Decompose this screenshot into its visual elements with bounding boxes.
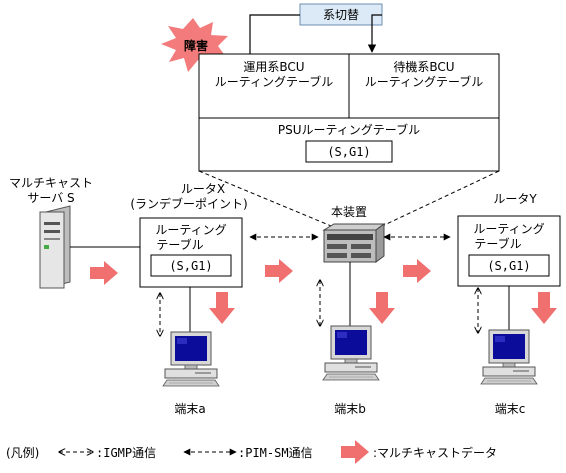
router-x-table-entry: (S,G1) [169,259,212,273]
multicast-arrow-terminal-c [531,292,557,324]
multicast-arrow-device-y [403,259,431,283]
device-tables-box: 運用系BCU ルーティングテーブル 待機系BCU ルーティングテーブル PSUル… [198,53,500,172]
bcu-standby-subtitle: ルーティングテーブル [365,74,484,89]
callout-line-right [377,170,500,229]
multicast-arrow-terminal-a [209,292,235,324]
bcu-active-title: 運用系BCU [243,60,304,74]
computer-icon [322,325,380,381]
terminal-a: 端末a [162,331,220,416]
device-label: 本装置 [331,205,367,219]
terminal-b: 端末b [322,325,380,416]
router-x-table-title2: テーブル [156,237,203,252]
switchover-arrow [249,14,382,54]
legend: (凡例) :IGMP通信 :PIM-SM通信 :マルチキャストデータ [6,440,497,464]
callout-line-left [198,170,337,229]
switchover-label: 系切替 [323,8,359,22]
failure-burst: 障害 [161,18,228,72]
server-label-line2: サーバ S [27,191,74,205]
server-icon [39,205,71,289]
legend-igmp-label: :IGMP通信 [96,446,156,460]
this-device: 本装置 [322,205,386,263]
router-x-table-title1: ルーティング [155,223,226,237]
bcu-standby-title: 待機系BCU [393,59,454,74]
router-y: ルータY ルーティング テーブル (S,G1) [457,192,561,287]
legend-multicast-symbol [341,440,369,464]
terminal-a-label: 端末a [174,402,205,416]
router-y-table-entry: (S,G1) [487,259,530,273]
multicast-server: マルチキャスト サーバ S [9,176,93,289]
psu-table-entry: (S,G1) [327,145,370,159]
computer-icon [480,329,538,385]
legend-pim-label: :PIM-SM通信 [238,446,313,460]
multicast-arrow-x-device [265,259,293,283]
terminal-b-label: 端末b [334,402,366,416]
terminal-c: 端末c [480,329,538,416]
router-x-name: ルータX [181,182,225,196]
server-label-line1: マルチキャスト [9,176,93,190]
failure-label: 障害 [184,38,208,53]
router-x: ルータX (ランデブーポイント) ルーティング テーブル (S,G1) [130,182,248,288]
multicast-arrow-server [90,261,118,285]
terminal-c-label: 端末c [495,402,526,416]
router-x-role: (ランデブーポイント) [130,196,247,211]
computer-icon [162,331,220,387]
device-icon [322,223,386,263]
psu-table-title: PSUルーティングテーブル [278,122,420,137]
switchover-box: 系切替 [299,3,383,26]
legend-multicast-label: :マルチキャストデータ [373,445,497,460]
router-y-table-title2: テーブル [474,236,521,251]
multicast-arrow-terminal-b [369,292,395,324]
router-y-table-title1: ルーティング [473,222,544,236]
legend-title: (凡例) [6,446,39,460]
router-y-name: ルータY [493,192,537,206]
bcu-active-subtitle: ルーティングテーブル [215,74,334,89]
